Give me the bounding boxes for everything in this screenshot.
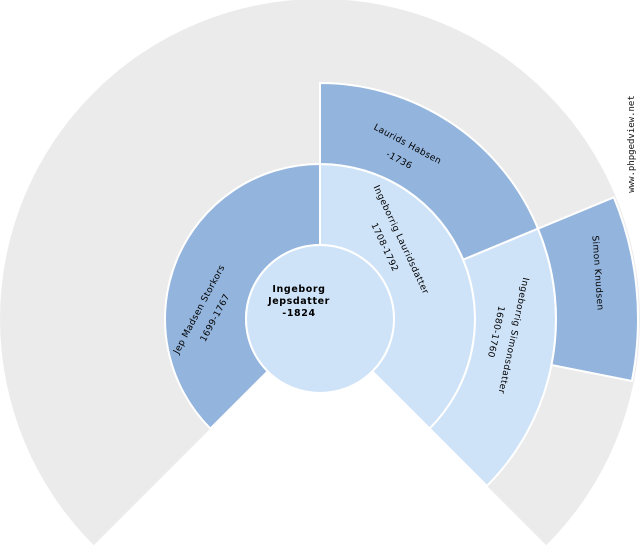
watermark-text: www.phpgedview.net (627, 95, 637, 193)
center-person-circle[interactable] (245, 244, 395, 394)
segment-maternal-great-grandfather[interactable] (536, 195, 639, 383)
center-person-name-line1: Ingeborg (272, 284, 325, 295)
center-person-dates: -1824 (282, 308, 315, 319)
center-person-name-line2: Jepsdatter (267, 296, 330, 307)
segment-maternal-grandfather[interactable] (319, 81, 540, 262)
watermark-container: www.phpgedview.net (627, 95, 637, 193)
center-person-label: Ingeborg Jepsdatter -1824 (267, 284, 330, 319)
